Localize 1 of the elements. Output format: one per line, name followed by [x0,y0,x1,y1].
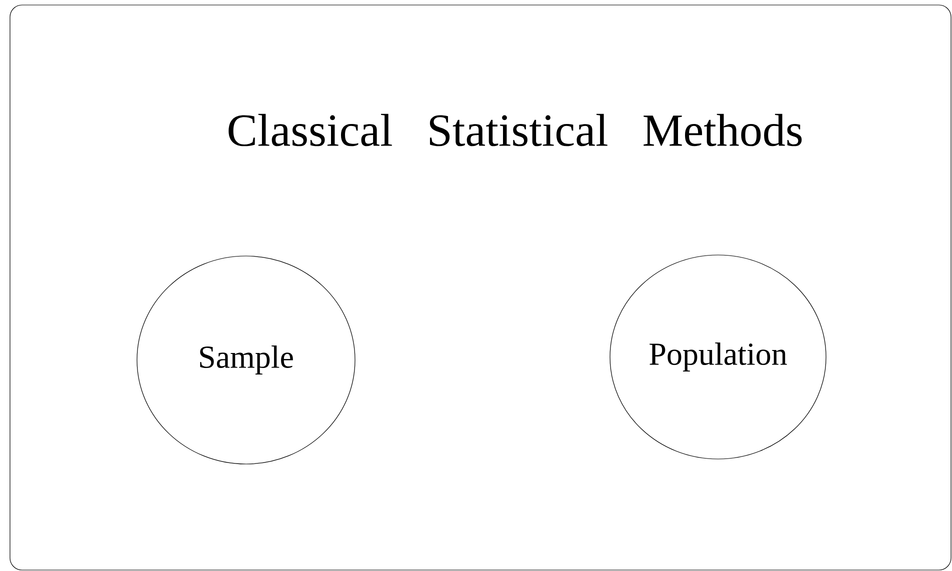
title: Classical Statistical Methods [228,114,802,146]
